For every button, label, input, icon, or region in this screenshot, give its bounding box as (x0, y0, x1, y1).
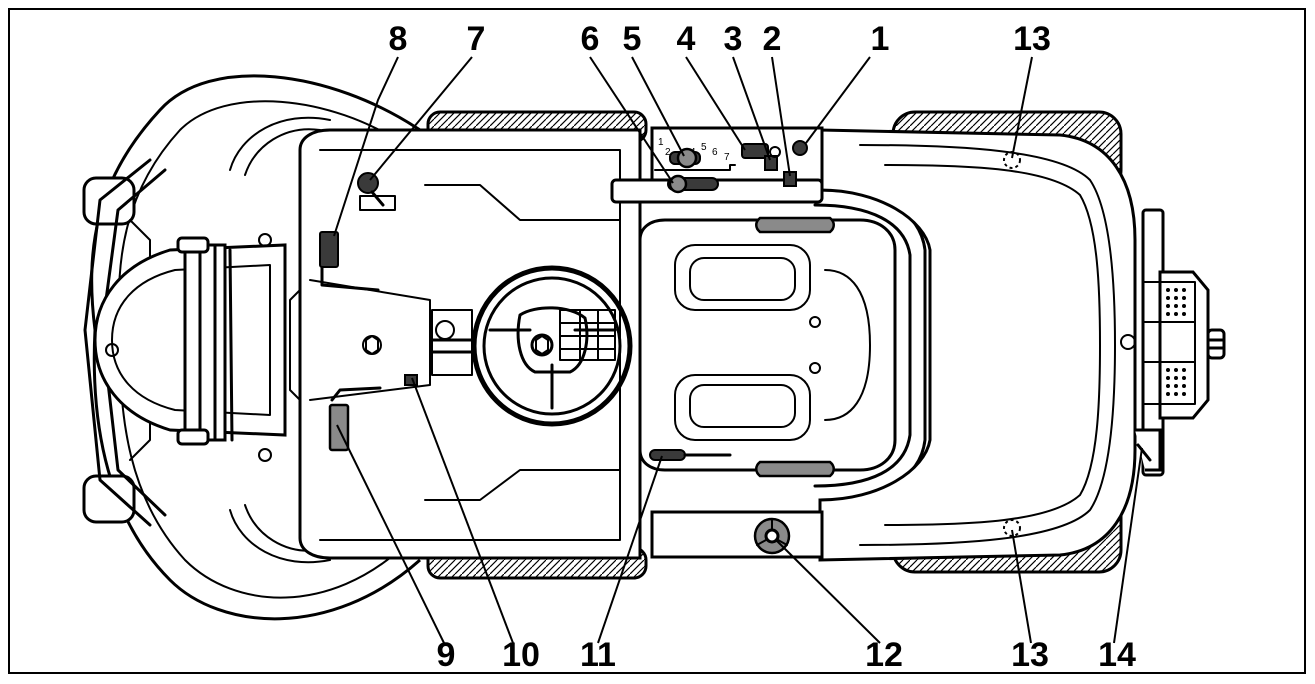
callout-2: 2 (763, 20, 782, 58)
leader-6 (589, 56, 674, 184)
leader-4 (685, 56, 746, 151)
rear-body (818, 128, 1137, 562)
scale-6: 6 (712, 147, 718, 158)
leader-13-top (1011, 56, 1033, 159)
callout-4: 4 (677, 20, 696, 58)
parking-brake-pedal (319, 231, 339, 268)
callout-7: 7 (467, 20, 486, 58)
callout-9: 9 (437, 636, 456, 674)
hood (93, 233, 287, 462)
callout-10: 10 (502, 636, 540, 674)
callout-labels: 1 2 3 4 5 6 7 8 9 10 11 12 13 13 14 (389, 20, 1136, 674)
cutting-height-lever (669, 147, 701, 169)
fuel-cap (650, 510, 824, 559)
scale-7: 7 (724, 152, 730, 163)
ignition-button (792, 140, 808, 156)
leader-11 (597, 455, 663, 644)
choke-control (741, 143, 769, 159)
leader-2 (771, 56, 791, 177)
callout-13-top: 13 (1013, 20, 1051, 58)
control-panel: 1 2 3 4 5 6 7 (610, 126, 824, 204)
seat (638, 188, 927, 502)
leader-5 (631, 56, 685, 157)
leader-10 (411, 377, 514, 644)
leader-8 (333, 56, 399, 237)
scale-5: 5 (701, 142, 707, 153)
leader-12 (775, 539, 881, 644)
rear-hitch (1141, 208, 1226, 477)
callout-14: 14 (1098, 636, 1136, 674)
brand-logo-front (362, 335, 382, 355)
callout-13-bottom: 13 (1011, 636, 1049, 674)
ignition-key (357, 172, 396, 211)
leader-9 (336, 424, 445, 644)
callout-3: 3 (724, 20, 743, 58)
scale-2: 2 (665, 147, 671, 158)
callout-11: 11 (580, 636, 616, 674)
callout-8: 8 (389, 20, 408, 58)
leader-3 (732, 56, 771, 161)
callout-6: 6 (581, 20, 600, 58)
leader-14 (1113, 447, 1143, 644)
leader-7 (369, 56, 473, 181)
lashing-point-top (1003, 151, 1021, 169)
throttle-control (764, 146, 781, 171)
grille-vents (1166, 288, 1186, 396)
brand-logo-rear (1120, 334, 1136, 350)
brake-lever (404, 374, 418, 386)
diagram-frame (8, 8, 1306, 674)
leader-1 (805, 56, 871, 144)
callout-12: 12 (865, 636, 903, 674)
tow-bar-handle (1135, 428, 1162, 472)
callout-1: 1 (871, 20, 890, 58)
leader-13-bottom (1011, 529, 1032, 644)
seat-adjust-lever (649, 449, 732, 461)
mower-engage-lever (667, 174, 719, 194)
leader-lines (333, 56, 1143, 644)
scale-1: 1 (658, 137, 664, 148)
steering-wheel (430, 265, 633, 427)
callout-5: 5 (623, 20, 642, 58)
